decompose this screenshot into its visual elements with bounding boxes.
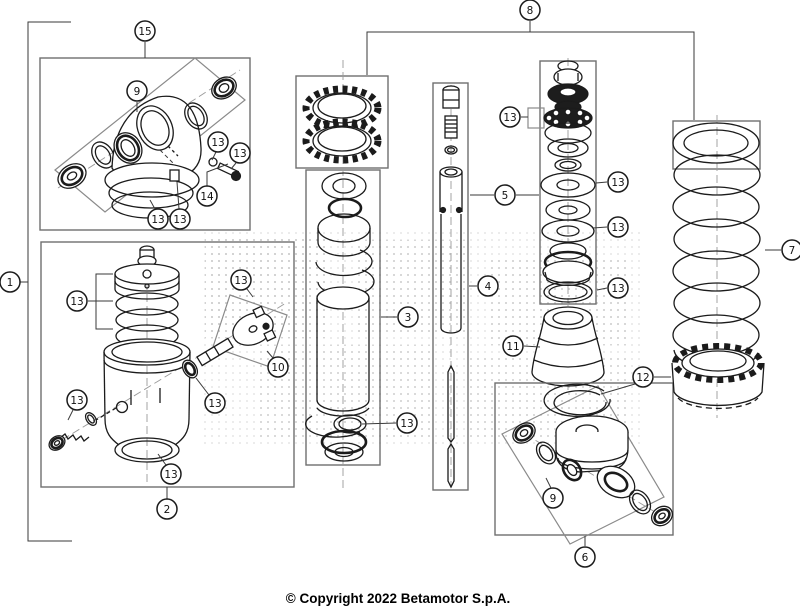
callout-13-head-c[interactable]: 13	[147, 208, 169, 230]
callout-5[interactable]: 5	[494, 184, 516, 206]
piston-rod-column	[432, 82, 494, 491]
callout-11[interactable]: 11	[502, 335, 524, 357]
svg-text:13: 13	[611, 177, 624, 189]
svg-text:13: 13	[70, 296, 83, 308]
svg-text:4: 4	[485, 281, 492, 293]
svg-text:13: 13	[503, 112, 516, 124]
callout-13-head-b[interactable]: 13	[229, 142, 251, 164]
svg-text:13: 13	[400, 418, 413, 430]
svg-text:13: 13	[70, 395, 83, 407]
callout-8[interactable]: 8	[519, 0, 541, 21]
svg-text:14: 14	[200, 191, 214, 203]
svg-text:13: 13	[164, 469, 177, 481]
svg-text:5: 5	[502, 190, 509, 202]
callout-6[interactable]: 6	[574, 546, 596, 568]
callout-13-stack-b[interactable]: 13	[607, 171, 629, 193]
svg-text:13: 13	[234, 275, 247, 287]
svg-text:7: 7	[789, 245, 796, 257]
callout-1[interactable]: 1	[0, 271, 21, 293]
svg-text:10: 10	[271, 362, 284, 374]
svg-text:9: 9	[550, 493, 557, 505]
callout-13-head-a[interactable]: 13	[207, 131, 229, 153]
callout-12[interactable]: 12	[632, 366, 654, 388]
callout-13-stack-d[interactable]: 13	[607, 277, 629, 299]
callout-14[interactable]: 14	[196, 185, 218, 207]
svg-text:6: 6	[582, 552, 589, 564]
callout-13-res-b[interactable]: 13	[230, 269, 252, 291]
svg-text:13: 13	[208, 398, 221, 410]
svg-text:8: 8	[527, 5, 534, 17]
svg-text:13: 13	[173, 214, 186, 226]
svg-text:1: 1	[7, 277, 14, 289]
head-assembly-box	[39, 42, 251, 231]
svg-text:13: 13	[151, 214, 164, 226]
copyright-text: © Copyright 2022 Betamotor S.p.A.	[286, 591, 510, 606]
callout-3[interactable]: 3	[397, 306, 419, 328]
clevis-assembly-box	[494, 382, 674, 546]
svg-text:13: 13	[233, 148, 246, 160]
spring-group	[600, 115, 781, 418]
bump-stop	[523, 306, 605, 387]
callout-13-res-e[interactable]: 13	[160, 463, 182, 485]
shock-body-column	[295, 60, 397, 490]
callout-7[interactable]: 7	[781, 239, 800, 261]
callout-13-head-d[interactable]: 13	[169, 208, 191, 230]
callout-9-clevis[interactable]: 9	[542, 487, 564, 509]
svg-text:12: 12	[636, 372, 649, 384]
callout-13-res-c[interactable]: 13	[204, 392, 226, 414]
callout-10[interactable]: 10	[267, 356, 289, 378]
callout-15[interactable]: 15	[134, 20, 156, 42]
svg-text:13: 13	[611, 283, 624, 295]
callout-balloons: 1 15 9 13 13 14 13 13 13 13 10 13 13 13 …	[0, 0, 800, 568]
svg-text:13: 13	[211, 137, 224, 149]
svg-text:13: 13	[611, 222, 624, 234]
callout-13-res-a[interactable]: 13	[66, 290, 88, 312]
svg-text:2: 2	[164, 504, 171, 516]
svg-text:15: 15	[138, 26, 151, 38]
callout-2[interactable]: 2	[156, 498, 178, 520]
callout-9-head[interactable]: 9	[126, 80, 148, 102]
svg-text:9: 9	[134, 86, 141, 98]
svg-text:3: 3	[405, 312, 412, 324]
svg-text:11: 11	[506, 341, 519, 353]
callout-4[interactable]: 4	[477, 275, 499, 297]
group-bracket-8	[366, 21, 695, 120]
callout-13-res-d[interactable]: 13	[66, 389, 88, 411]
callout-13-stack-a[interactable]: 13	[499, 106, 521, 128]
callout-13-stack-c[interactable]: 13	[607, 216, 629, 238]
reservoir-assembly-box	[40, 241, 295, 499]
callout-13-body[interactable]: 13	[396, 412, 418, 434]
group-bracket-1	[19, 21, 72, 542]
